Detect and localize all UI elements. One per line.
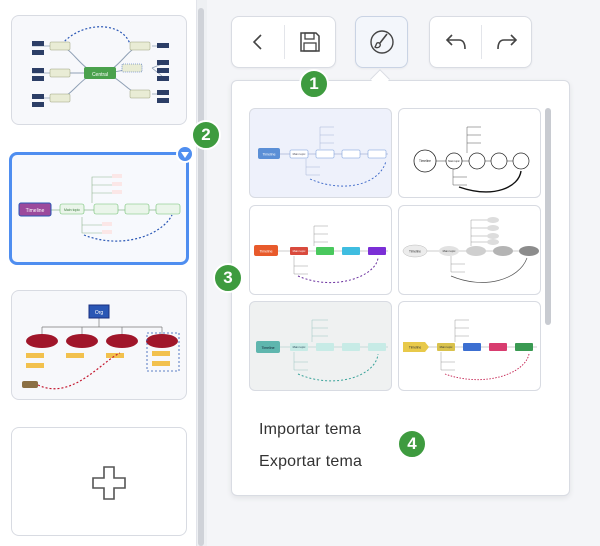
thumb2-main-label: Main topic [64,208,80,212]
theme6-center-label: Timeline [409,346,422,350]
theme4-center-label: Timeline [409,250,421,254]
theme-option-2[interactable]: Timeline Main topic [398,108,541,198]
brush-icon [370,30,394,54]
badge-2: 2 [191,120,221,150]
theme3-main-label: Main topic [293,249,306,253]
theme2-center-label: Timeline [419,159,431,163]
redo-icon [497,34,518,50]
file-toolbar [231,16,336,68]
back-button[interactable] [232,17,284,67]
theme4-main-label: Main topic [443,249,456,253]
theme-option-6[interactable]: Timeline Main topic [398,301,541,391]
theme-button[interactable] [356,17,408,67]
back-icon [252,34,262,50]
theme3-center-label: Timeline [259,250,272,254]
theme6-main-label: Main topic [440,345,453,349]
history-toolbar [429,16,532,68]
thumb3-center-label: Org [95,310,104,316]
badge-1: 1 [299,69,329,99]
export-theme-link[interactable]: Exportar tema [259,453,363,470]
save-button[interactable] [284,17,336,67]
theme2-main-label: Main topic [448,160,460,163]
map-thumbnail-2[interactable]: Timeline Main topic [9,152,189,265]
badge-3: 3 [213,263,243,293]
theme5-main-label: Main topic [293,345,306,349]
theme5-center-label: Timeline [261,346,274,350]
theme-option-1[interactable]: Timeline Main topic [249,108,392,198]
theme-toolbar [355,16,408,68]
save-icon [300,32,320,52]
theme-option-5[interactable]: Timeline Main topic [249,301,392,391]
theme-option-4[interactable]: Timeline Main topic [398,205,541,295]
map-thumbnail-3[interactable]: Org [11,290,187,400]
redo-button[interactable] [481,17,533,67]
thumb1-center-label: Central [92,72,108,78]
import-theme-link[interactable]: Importar tema [259,421,362,438]
theme-option-3[interactable]: Timeline Main topic [249,205,392,295]
add-map-button[interactable] [11,427,187,536]
sidebar-scrollbar-thumb[interactable] [198,8,204,546]
plus-icon [92,466,126,500]
undo-icon [445,34,466,50]
undo-button[interactable] [430,17,482,67]
theme1-center-label: Timeline [262,153,275,157]
badge-4: 4 [397,429,427,459]
theme1-main-label: Main topic [293,152,306,156]
map-thumbnail-1[interactable]: Central [11,15,187,125]
thumb2-center-label: Timeline [26,208,45,214]
selected-dropdown-icon[interactable] [176,145,194,163]
theme-panel-scrollbar[interactable] [545,108,551,325]
